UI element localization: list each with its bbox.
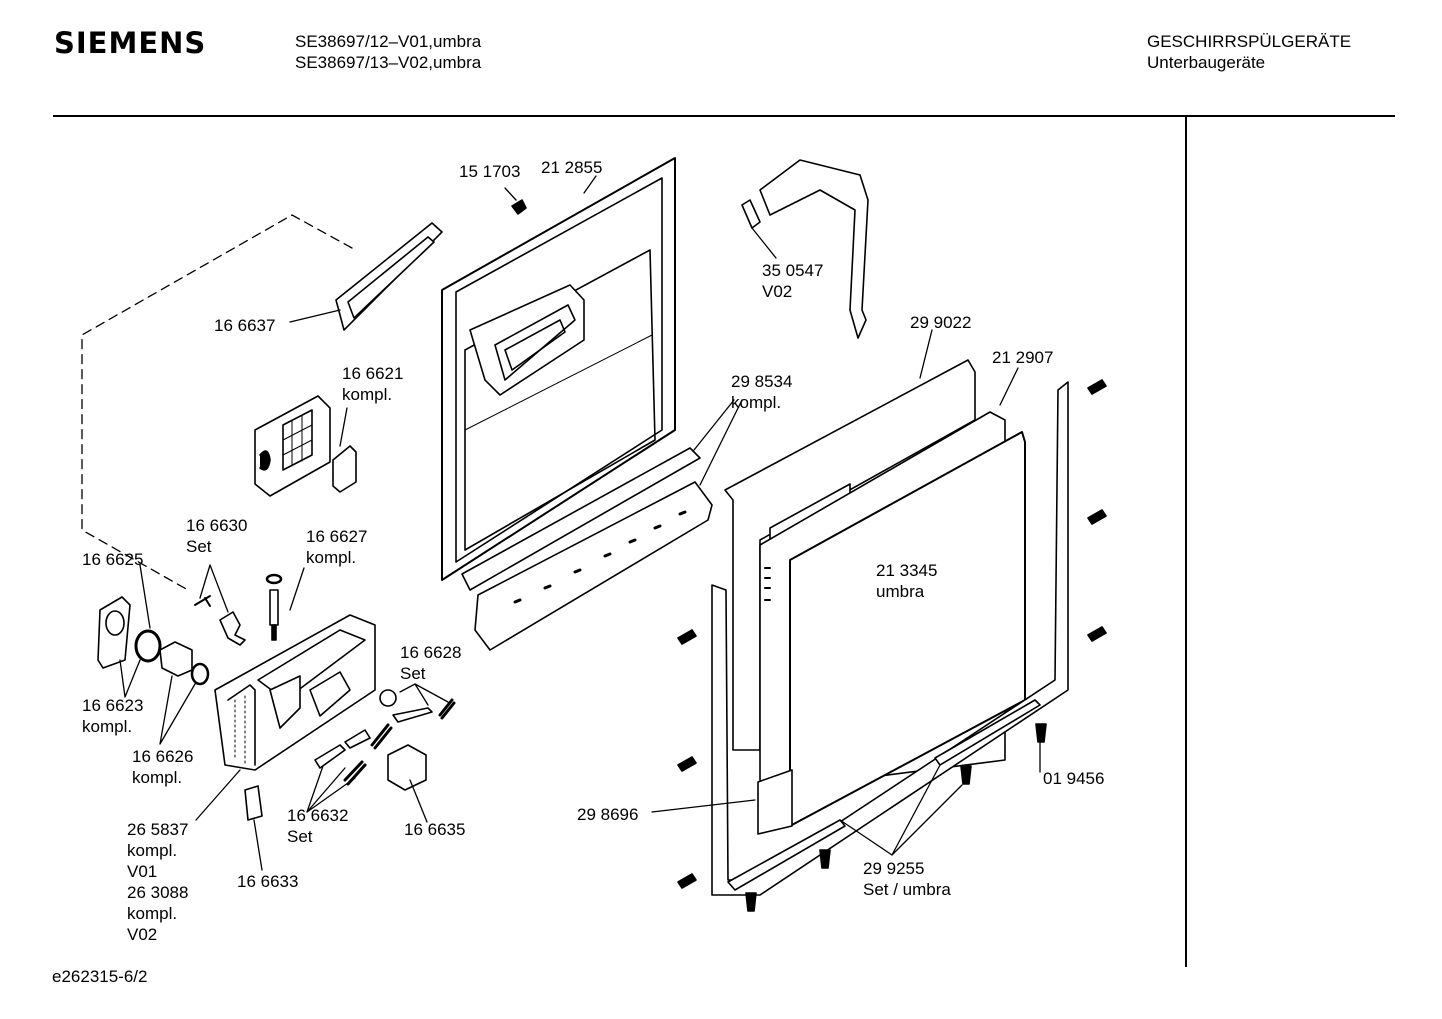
part-number: 16 6628 — [400, 643, 462, 662]
part-label-166621: 16 6621 kompl. — [342, 363, 403, 405]
seal-plate-part — [332, 445, 357, 493]
part-suffix: kompl. — [82, 717, 133, 736]
part-label-298696: 29 8696 — [577, 805, 639, 824]
window-frame-part — [335, 222, 443, 331]
part-label-299255: 29 9255 Set / umbra — [863, 858, 951, 900]
control-module-part — [214, 614, 376, 771]
cover-grid-part — [254, 395, 331, 497]
part-number: 16 6626 — [132, 747, 194, 766]
part-label-166637: 16 6637 — [214, 316, 276, 335]
part-suffix: Set / umbra — [863, 880, 951, 899]
model-list: SE38697/12–V01,umbra SE38697/13–V02,umbr… — [295, 31, 481, 73]
model-line-2: SE38697/13–V02,umbra — [295, 53, 482, 72]
part-suffix: Set — [186, 537, 212, 556]
part-label-299022: 29 9022 — [910, 313, 972, 332]
part-label-166623: 16 6623 kompl. — [82, 695, 143, 737]
part-label-166633: 16 6633 — [237, 872, 299, 891]
program-knob-panel-part — [97, 596, 131, 669]
inner-door-panel — [441, 157, 676, 581]
part-label-166626: 16 6626 kompl. — [132, 746, 193, 788]
model-line-1: SE38697/12–V01,umbra — [295, 32, 482, 51]
part-variant: V01 — [127, 862, 158, 881]
door-strip-part — [461, 447, 713, 651]
hinge-bracket-part — [741, 159, 869, 339]
part-label-212855: 21 2855 — [541, 158, 603, 177]
part-number: 21 3345 — [876, 561, 938, 580]
switch-block-part — [387, 744, 427, 791]
part-suffix: kompl. — [731, 393, 782, 412]
knob-part — [159, 641, 210, 686]
part-suffix: kompl. — [132, 768, 183, 787]
part-variant: V02 — [762, 282, 793, 301]
spring-set-part — [314, 723, 393, 786]
leader-lines — [119, 175, 1041, 871]
category-title: GESCHIRRSPÜLGERÄTE Unterbaugeräte — [1147, 31, 1351, 73]
part-number: 16 6632 — [287, 806, 349, 825]
part-label-166635: 16 6635 — [404, 820, 466, 839]
category-line-2: Unterbaugeräte — [1147, 53, 1266, 72]
part-label-166632: 16 6632 Set — [287, 805, 348, 847]
part-label-166628: 16 6628 Set — [400, 642, 461, 684]
header-divider — [53, 115, 1395, 117]
category-line-1: GESCHIRRSPÜLGERÄTE — [1147, 32, 1352, 51]
ring-part — [134, 629, 162, 663]
part-suffix: umbra — [876, 582, 925, 601]
brand-logo: SIEMENS — [54, 26, 207, 60]
part-label-166625: 16 6625 — [82, 550, 144, 569]
part-label-265837: 26 5837 kompl. V01 26 3088 kompl. V02 — [127, 819, 188, 945]
lever-set-part — [379, 689, 456, 723]
side-divider — [1185, 117, 1187, 967]
screw-part — [511, 199, 527, 215]
part-label-166627: 16 6627 kompl. — [306, 526, 367, 568]
frame-screws — [677, 379, 1107, 912]
clip-part — [244, 785, 263, 821]
document-id: e262315-6/2 — [52, 967, 148, 986]
part-suffix: kompl. — [306, 548, 357, 567]
part-number: 29 9255 — [863, 859, 925, 878]
button-plunger-part — [265, 573, 283, 641]
part-label-298534: 29 8534 kompl. — [731, 371, 792, 413]
part-number: 16 6627 — [306, 527, 368, 546]
part-suffix: kompl. — [127, 841, 178, 860]
part-suffix-alt: kompl. — [127, 904, 178, 923]
part-label-350547: 35 0547 V02 — [762, 260, 823, 302]
part-number: 35 0547 — [762, 261, 824, 280]
part-variant-alt: V02 — [127, 925, 158, 944]
part-suffix: Set — [287, 827, 313, 846]
side-frame-part — [711, 381, 1069, 896]
part-label-166630: 16 6630 Set — [186, 515, 247, 557]
part-number: 16 6621 — [342, 364, 404, 383]
part-number-alt: 26 3088 — [127, 883, 189, 902]
assembly-dashed-line — [81, 214, 353, 591]
switch-set-part — [194, 595, 246, 646]
part-label-019456: 01 9456 — [1043, 769, 1105, 788]
part-label-213345: 21 3345 umbra — [876, 560, 937, 602]
part-number: 16 6630 — [186, 516, 248, 535]
part-number: 26 5837 — [127, 820, 189, 839]
part-number: 29 8534 — [731, 372, 793, 391]
part-label-212907: 21 2907 — [992, 348, 1054, 367]
part-suffix: kompl. — [342, 385, 393, 404]
part-label-151703: 15 1703 — [459, 162, 521, 181]
part-suffix: Set — [400, 664, 426, 683]
part-number: 16 6623 — [82, 696, 144, 715]
